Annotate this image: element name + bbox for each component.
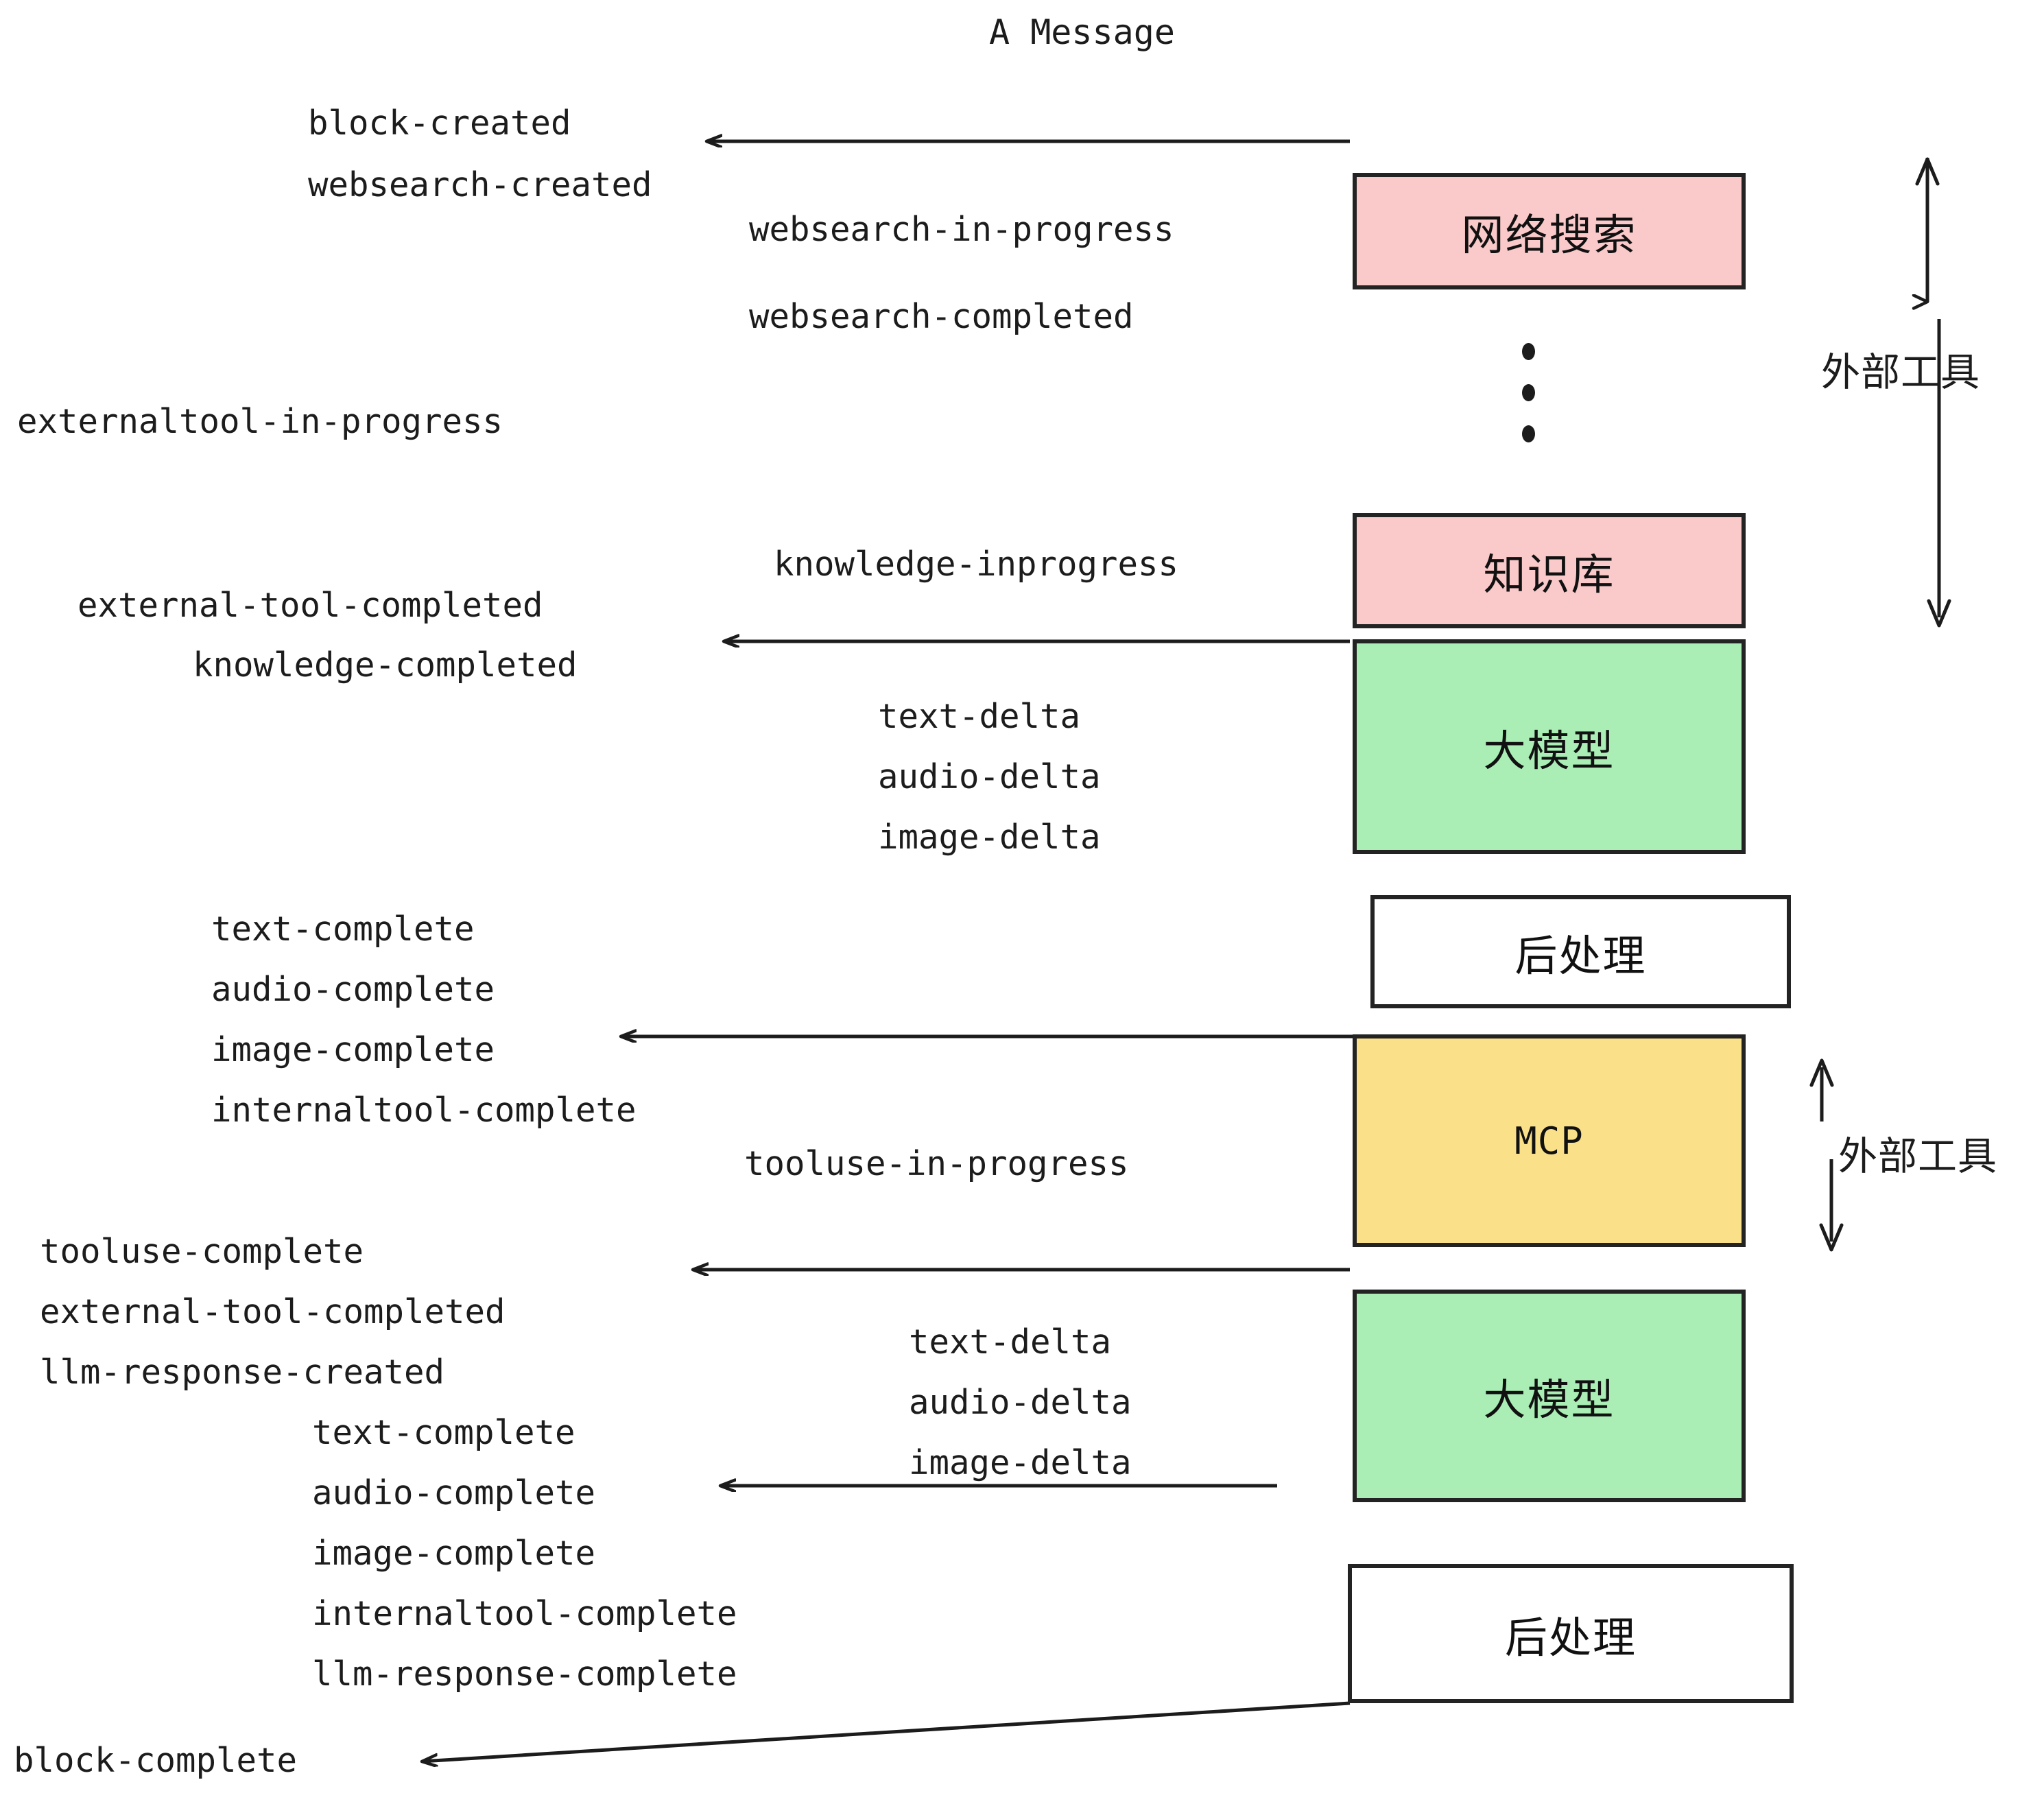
event-label: block-complete [14, 1741, 298, 1780]
event-external-tool-completed-2: external-tool-completed [40, 1295, 506, 1329]
event-knowledge-completed: knowledge-completed [193, 648, 578, 682]
event-label: image-delta [878, 818, 1101, 857]
event-externaltool-in-progress: externaltool-in-progress [17, 405, 503, 438]
annotation-external-tools-top: 外部工具 [1821, 341, 1980, 397]
event-audio-complete-2: audio-complete [312, 1476, 595, 1510]
event-tooluse-complete: tooluse-complete [40, 1235, 364, 1268]
event-label: websearch-completed [749, 297, 1134, 336]
event-audio-delta-1: audio-delta [878, 760, 1101, 794]
event-label: text-complete [312, 1413, 575, 1452]
node-label-llm-1: 大模型 [1483, 725, 1615, 776]
node-box-llm-2[interactable]: 大模型 [1353, 1290, 1746, 1502]
event-external-tool-completed-1: external-tool-completed [78, 589, 543, 622]
event-label: knowledge-completed [193, 645, 578, 685]
external-tools-bracket-bottom [1809, 1058, 1844, 1252]
annotation-external-tools-top-label: 外部工具 [1821, 350, 1980, 395]
event-audio-complete-1: audio-complete [211, 973, 495, 1006]
event-label: image-delta [909, 1443, 1132, 1482]
event-label: externaltool-in-progress [17, 402, 503, 441]
event-label: llm-response-created [40, 1353, 445, 1392]
annotation-external-tools-bottom-label: 外部工具 [1838, 1134, 1997, 1179]
node-label-postprocess-1: 后处理 [1514, 930, 1647, 981]
node-box-postprocess-1[interactable]: 后处理 [1370, 895, 1791, 1008]
node-label-knowledge: 知识库 [1483, 549, 1615, 600]
node-label-llm-2: 大模型 [1483, 1375, 1615, 1425]
event-label: internaltool-complete [211, 1091, 637, 1130]
event-label: internaltool-complete [312, 1594, 737, 1633]
event-label: text-delta [878, 697, 1081, 736]
event-label: websearch-created [308, 165, 652, 204]
event-label: llm-response-complete [312, 1654, 737, 1694]
event-llm-response-created: llm-response-created [40, 1355, 444, 1389]
event-block-complete: block-complete [14, 1744, 297, 1777]
ellipsis-dot [1521, 343, 1535, 360]
event-text-delta-2: text-delta [909, 1325, 1111, 1359]
event-label: external-tool-completed [78, 586, 543, 625]
ellipsis-dot [1521, 384, 1535, 401]
event-label: text-delta [909, 1322, 1112, 1362]
page-title: A Message [989, 12, 1175, 52]
node-box-llm-1[interactable]: 大模型 [1353, 639, 1746, 854]
event-websearch-created: websearch-created [308, 168, 652, 202]
event-label: external-tool-completed [40, 1292, 506, 1331]
event-image-delta-1: image-delta [878, 820, 1101, 854]
node-label-postprocess-2: 后处理 [1504, 1612, 1637, 1663]
event-websearch-completed: websearch-completed [749, 300, 1134, 333]
event-label: text-complete [211, 910, 475, 949]
vertical-ellipsis [1521, 343, 1535, 442]
node-box-postprocess-2[interactable]: 后处理 [1348, 1564, 1794, 1703]
arrow-postprocess2-to-block-complete [422, 1701, 1351, 1761]
event-label: websearch-in-progress [749, 210, 1174, 249]
event-label: tooluse-complete [40, 1232, 364, 1271]
event-label: audio-delta [909, 1383, 1132, 1422]
event-image-complete-2: image-complete [312, 1536, 595, 1570]
event-knowledge-inprogress: knowledge-inprogress [774, 547, 1178, 581]
event-label: image-complete [211, 1030, 495, 1069]
event-audio-delta-2: audio-delta [909, 1386, 1132, 1419]
node-box-knowledge[interactable]: 知识库 [1353, 513, 1746, 628]
event-label: tooluse-in-progress [744, 1144, 1129, 1183]
ellipsis-dot [1521, 425, 1535, 442]
event-internaltool-complete-1: internaltool-complete [211, 1093, 637, 1127]
event-label: audio-complete [211, 970, 495, 1009]
event-label: knowledge-inprogress [774, 545, 1179, 584]
node-box-websearch[interactable]: 网络搜索 [1353, 173, 1746, 289]
event-text-complete-2: text-complete [312, 1416, 575, 1449]
event-block-created: block-created [308, 106, 571, 140]
node-box-mcp[interactable]: MCP [1353, 1034, 1746, 1247]
event-label: block-created [308, 104, 571, 143]
event-label: image-complete [312, 1534, 596, 1573]
node-label-websearch: 网络搜索 [1461, 210, 1637, 260]
event-image-delta-2: image-delta [909, 1446, 1132, 1480]
event-label: audio-complete [312, 1473, 596, 1512]
event-websearch-in-progress: websearch-in-progress [749, 213, 1174, 246]
node-label-mcp: MCP [1514, 1119, 1584, 1163]
event-image-complete-1: image-complete [211, 1033, 495, 1067]
event-text-complete-1: text-complete [211, 912, 475, 946]
event-tooluse-in-progress: tooluse-in-progress [744, 1147, 1129, 1180]
event-label: audio-delta [878, 757, 1101, 796]
annotation-external-tools-bottom: 外部工具 [1838, 1125, 1997, 1181]
event-llm-response-complete: llm-response-complete [312, 1657, 737, 1691]
event-text-delta-1: text-delta [878, 700, 1080, 733]
event-internaltool-complete-2: internaltool-complete [312, 1597, 737, 1630]
